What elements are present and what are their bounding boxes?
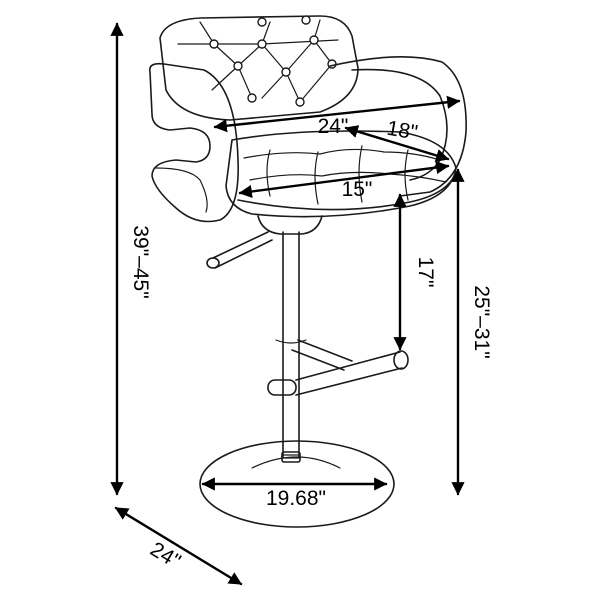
dim-base-diameter-label: 19.68" bbox=[266, 487, 326, 510]
dimensions: 39"–45" 24" 24" 18" 15" 17" bbox=[110, 22, 493, 586]
dim-base-width: 24" bbox=[114, 506, 243, 586]
dim-back-height: 17" bbox=[393, 193, 437, 351]
left-armrest bbox=[148, 62, 239, 223]
dim-seat-depth-label: 18" bbox=[385, 117, 419, 145]
dim-back-height-label: 17" bbox=[414, 257, 437, 288]
dim-seat-width: 15" bbox=[238, 160, 450, 201]
footrest bbox=[267, 339, 409, 396]
gas-lift-column bbox=[275, 231, 307, 463]
dim-base-diameter: 19.68" bbox=[201, 477, 388, 510]
base-disc bbox=[199, 440, 395, 528]
dim-seat-height-label: 25"–31" bbox=[470, 285, 493, 358]
stool-drawing bbox=[148, 15, 467, 528]
seat-cushion bbox=[225, 130, 457, 218]
seat-mechanism bbox=[257, 215, 323, 235]
dim-seat-width-label: 15" bbox=[342, 178, 373, 201]
height-lever bbox=[206, 231, 273, 269]
dim-arm-width-label: 24" bbox=[318, 115, 349, 138]
dim-base-width-label: 24" bbox=[146, 538, 184, 574]
dim-total-height: 39"–45" bbox=[110, 22, 152, 496]
dim-seat-depth: 18" bbox=[344, 117, 450, 162]
dim-seat-height: 25"–31" bbox=[451, 168, 493, 496]
dim-total-height-label: 39"–45" bbox=[129, 225, 152, 298]
dim-arm-width: 24" bbox=[213, 95, 461, 138]
